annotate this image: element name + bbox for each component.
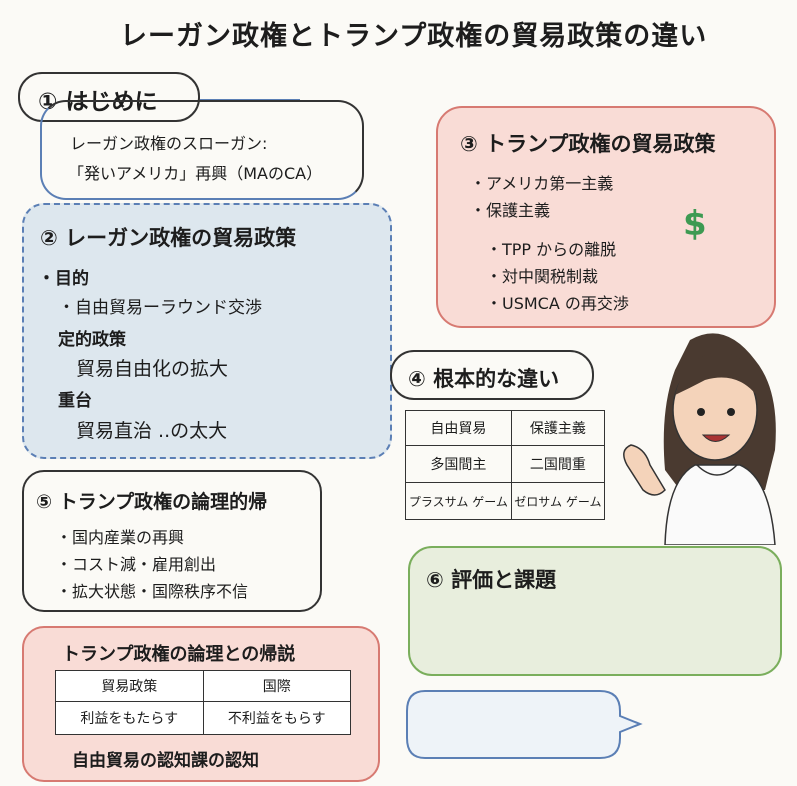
section-3-item-5: ・USMCA の再交渉 — [486, 294, 629, 313]
section-4-header-box — [390, 350, 594, 400]
section-3-item-3: ・TPP からの離脱 — [486, 240, 617, 259]
section-5-item-2: ・コスト減・雇用創出 — [56, 555, 217, 574]
speech-bubble — [406, 690, 643, 759]
section-2-item-3: 定的政策 — [58, 330, 126, 350]
table-cell: 多国間主 — [405, 445, 512, 483]
section-2-item-5: 重台 — [58, 391, 92, 411]
table-cell: 二国間重 — [510, 445, 606, 483]
section-2-item-4: 貿易自由化の拡大 — [76, 358, 229, 380]
section-1-header-box — [18, 72, 200, 122]
section-3-header: ③ トランプ政権の貿易政策 — [460, 132, 716, 156]
table-cell: 保護主義 — [510, 410, 606, 446]
table-cell: 不利益をもらす — [202, 701, 351, 735]
section-2-item-6: 貿易直治 ..の太大 — [76, 420, 228, 442]
table-cell: 利益をもたらす — [55, 701, 204, 735]
section-4-table: 自由貿易 保護主義 多国間主 二国間重 プラスサム ゲーム ゼロサム ゲーム — [405, 410, 606, 520]
section-3-item-4: ・対中関税制裁 — [486, 267, 599, 286]
presenter-illustration — [623, 333, 776, 545]
section-3-item-2: ・保護主義 — [470, 201, 551, 220]
section-1-line-2: 「発いアメリカ」再興（MAのCA） — [68, 164, 323, 183]
table-cell: ゼロサム ゲーム — [510, 482, 606, 520]
section-3-box — [436, 106, 776, 328]
table-cell: 貿易政策 — [55, 670, 204, 702]
section-2-item-1: ・目的 — [38, 269, 89, 289]
dollar-sign-icon: $ — [683, 204, 707, 244]
table-cell: プラスサム ゲーム — [405, 482, 512, 520]
section-2-header: ② レーガン政権の貿易政策 — [40, 226, 297, 250]
section-5-item-1: ・国内産業の再興 — [56, 528, 185, 547]
section-7-table: 貿易政策 国際 利益をもたらす 不利益をもらす — [55, 670, 351, 735]
table-cell: 自由貿易 — [405, 410, 512, 446]
section-2-box — [22, 203, 392, 459]
page-title: レーガン政権とトランプ政権の貿易政策の違い — [120, 21, 708, 52]
section-1-line-1: レーガン政権のスローガン: — [70, 134, 268, 153]
section-2-item-2: ・自由貿易ーラウンド交渉 — [58, 298, 262, 318]
section-6-header: ⑥ 評価と課題 — [426, 568, 557, 592]
section-4-header: ④ 根本的な違い — [408, 367, 560, 391]
section-7-footer: 自由貿易の認知課の認知 — [72, 751, 259, 771]
section-1-body-box — [40, 100, 364, 200]
section-6-box — [408, 546, 782, 676]
section-7-header: トランプ政権の論理との帰説 — [62, 644, 296, 665]
table-cell: 国際 — [202, 670, 351, 702]
section-5-item-3: ・拡大状態・国際秩序不信 — [56, 582, 249, 601]
section-3-item-1: ・アメリカ第一主義 — [470, 174, 614, 193]
section-5-box — [22, 470, 322, 612]
section-5-header: ⑤ トランプ政権の論理的帰 — [36, 491, 268, 513]
